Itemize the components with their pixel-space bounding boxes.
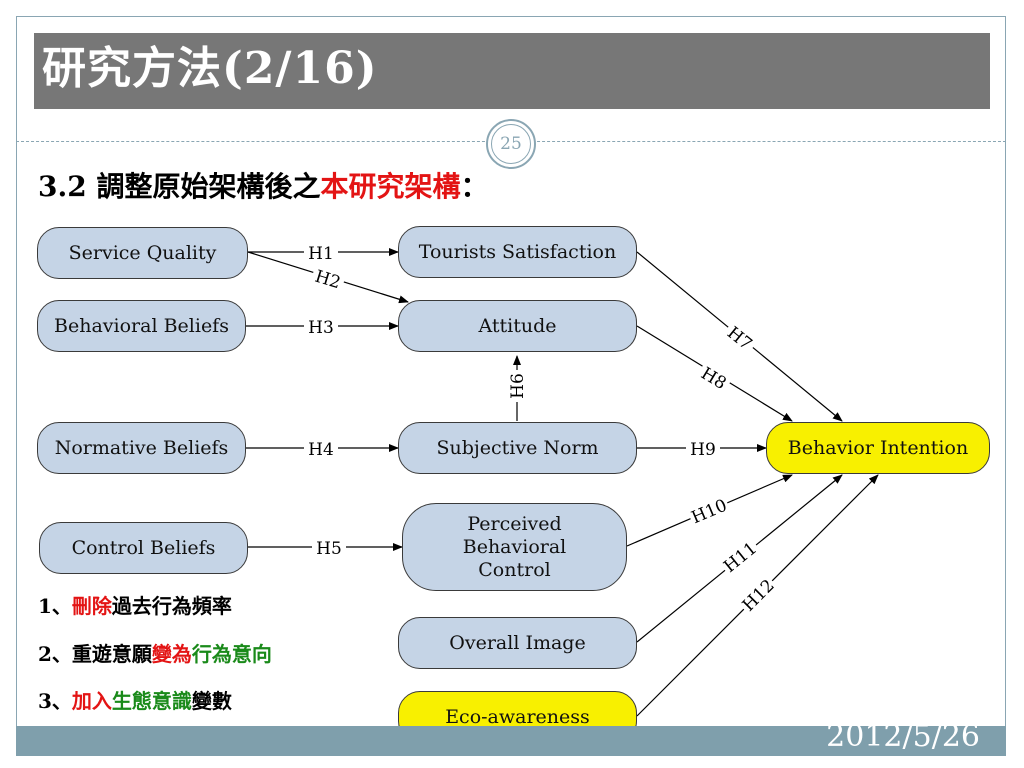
node-behavior-intention: Behavior Intention	[766, 422, 990, 474]
note-3: 3、加入生態意識變數	[38, 687, 232, 715]
slide-title: 研究方法(2/16)	[42, 43, 378, 94]
label-h10: H10	[689, 496, 730, 529]
note-text: 過去行為頻率	[111, 594, 232, 618]
label-h5: H5	[316, 539, 342, 559]
node-label: Overall Image	[449, 631, 586, 654]
node-control-beliefs: Control Beliefs	[39, 522, 248, 574]
note-number: 2、	[38, 642, 72, 666]
note-number: 3、	[38, 689, 72, 713]
label-h3: H3	[308, 318, 334, 338]
node-attitude: Attitude	[398, 300, 637, 352]
node-subjective-norm: Subjective Norm	[398, 422, 637, 474]
node-overall-image: Overall Image	[398, 617, 637, 669]
node-label: Subjective Norm	[436, 436, 599, 459]
node-tourists-satisfaction: Tourists Satisfaction	[398, 226, 637, 278]
node-label-line3: Control	[478, 558, 551, 581]
note-text: 變數	[191, 689, 232, 713]
node-normative-beliefs: Normative Beliefs	[37, 422, 246, 474]
footer-bar	[16, 726, 1006, 756]
heading-suffix: ：	[460, 170, 489, 203]
node-label: Service Quality	[68, 241, 217, 264]
note-text: 重遊意願	[71, 642, 152, 666]
footer-date: 2012/5/26	[826, 719, 980, 754]
node-label: Eco-awareness	[445, 705, 590, 728]
note-red-text: 刪除	[71, 594, 112, 618]
node-label: Normative Beliefs	[54, 436, 229, 459]
label-h4: H4	[308, 440, 334, 460]
node-label: Behavioral Beliefs	[54, 314, 229, 337]
node-service-quality: Service Quality	[37, 227, 248, 279]
node-perceived-behavioral-control: Perceived Behavioral Control	[402, 503, 627, 591]
note-number: 1、	[38, 594, 72, 618]
note-red-text: 加入	[71, 689, 112, 713]
label-h6: H6	[508, 373, 528, 399]
node-label: Tourists Satisfaction	[418, 240, 617, 263]
node-label: Behavior Intention	[787, 436, 969, 459]
node-label-line2: Behavioral	[462, 535, 567, 558]
node-behavioral-beliefs: Behavioral Beliefs	[37, 300, 246, 352]
title-bar	[34, 33, 990, 109]
node-label: Control Beliefs	[71, 536, 216, 559]
note-green-text: 生態意識	[111, 689, 192, 713]
label-h1: H1	[308, 244, 334, 264]
node-label-line1: Perceived	[467, 512, 562, 535]
note-2: 2、重遊意願變為行為意向	[38, 640, 272, 668]
note-red-text: 變為	[151, 642, 192, 666]
note-green-text: 行為意向	[191, 642, 272, 666]
note-1: 1、刪除過去行為頻率	[38, 592, 232, 620]
section-heading: 3.2 調整原始架構後之本研究架構：	[38, 165, 489, 209]
page-number: 25	[491, 124, 531, 164]
heading-prefix: 3.2 調整原始架構後之	[38, 170, 321, 203]
node-label: Attitude	[478, 314, 557, 337]
heading-highlight: 本研究架構	[320, 170, 461, 203]
label-h9: H9	[690, 440, 716, 460]
